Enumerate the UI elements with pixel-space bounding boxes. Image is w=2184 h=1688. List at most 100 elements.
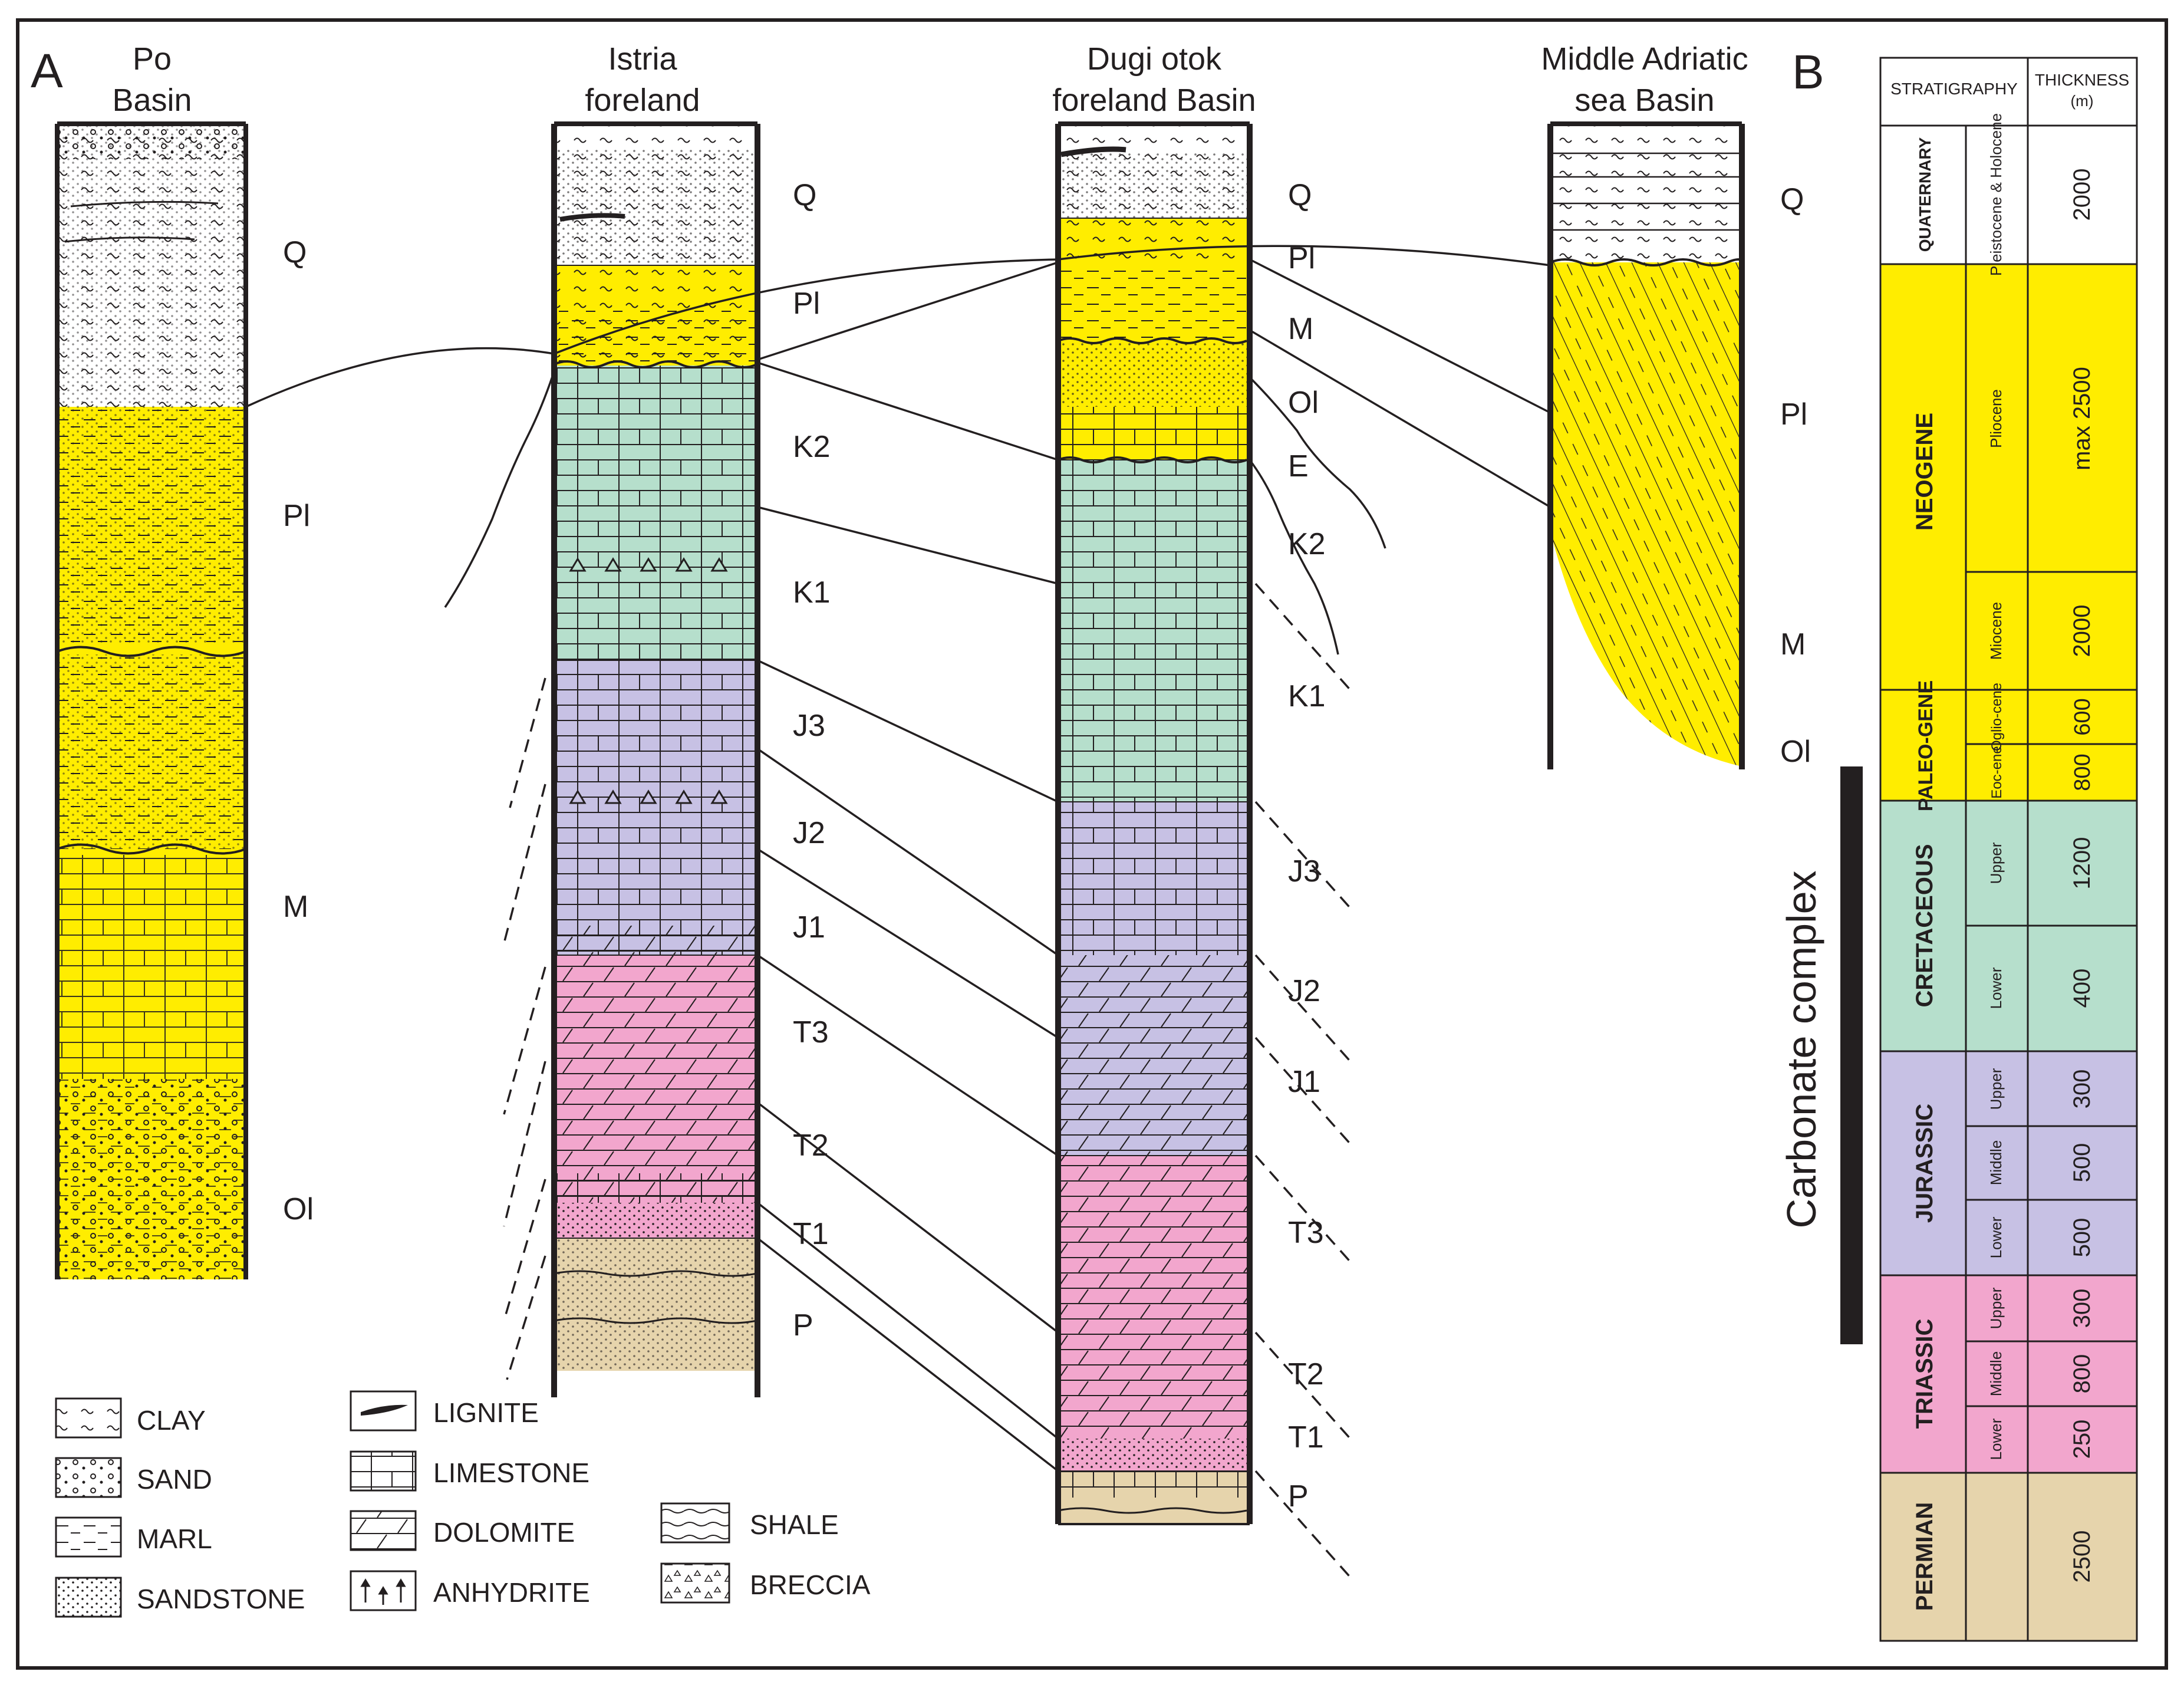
unit-dugi-k1: K1 bbox=[1288, 679, 1326, 713]
lignite-icon bbox=[361, 1404, 408, 1416]
legend-item-anhydrite: ANHYDRITE bbox=[350, 1570, 590, 1611]
stratigraphy-table-text: STRATIGRAPHY THICKNESS (m) QUATERNARY NE… bbox=[1890, 71, 2129, 1611]
unit-istria-j1: J1 bbox=[793, 910, 825, 945]
unit-dugi-m: M bbox=[1288, 312, 1313, 346]
legend-label-dolomite: DOLOMITE bbox=[433, 1517, 575, 1548]
series-miocene: Miocene bbox=[1987, 602, 2005, 660]
unit-dugi-t1: T1 bbox=[1288, 1420, 1324, 1455]
unit-istria-k2: K2 bbox=[793, 430, 831, 464]
column-title-adriatic-2: sea Basin bbox=[1574, 83, 1714, 118]
thickness-pliocene: max 2500 bbox=[2069, 367, 2095, 470]
legend-item-limestone: LIMESTONE bbox=[350, 1450, 589, 1492]
unit-adriatic-ol: Ol bbox=[1780, 735, 1811, 769]
header-thickness-unit: (m) bbox=[2071, 92, 2094, 110]
series-oligocene: Oglio-cene bbox=[1989, 683, 2005, 751]
unit-po-q: Q bbox=[283, 235, 307, 269]
legend-label-clay: CLAY bbox=[137, 1405, 206, 1436]
legend-item-sandstone: SANDSTONE bbox=[55, 1577, 305, 1618]
column-title-dugi-1: Dugi otok bbox=[1087, 41, 1222, 77]
unit-dugi-t2: T2 bbox=[1288, 1357, 1324, 1391]
system-neogene: NEOGENE bbox=[1912, 413, 1938, 531]
unit-istria-p: P bbox=[793, 1308, 813, 1342]
thickness-cretaceous-lower: 400 bbox=[2069, 969, 2095, 1008]
column-middle-adriatic bbox=[1547, 121, 1745, 769]
series-eocene: Eoc-ene bbox=[1989, 746, 2005, 798]
unit-po-pl: Pl bbox=[283, 499, 310, 533]
column-po-basin bbox=[55, 121, 248, 1279]
unit-dugi-j2: J2 bbox=[1288, 974, 1320, 1008]
unit-istria-t3: T3 bbox=[793, 1015, 829, 1049]
unit-dugi-e: E bbox=[1288, 449, 1309, 483]
legend-item-sand: SAND bbox=[55, 1457, 212, 1498]
header-stratigraphy: STRATIGRAPHY bbox=[1890, 80, 2018, 98]
thickness-permian: 2500 bbox=[2069, 1531, 2095, 1583]
anhydrite-icon bbox=[360, 1578, 406, 1605]
unit-adriatic-m: M bbox=[1780, 627, 1806, 662]
column-title-po-2: Basin bbox=[112, 83, 192, 118]
legend-label-marl: MARL bbox=[137, 1524, 212, 1554]
thickness-jurassic-upper: 300 bbox=[2069, 1070, 2095, 1109]
thickness-miocene: 2000 bbox=[2069, 605, 2095, 657]
unit-istria-j2: J2 bbox=[793, 816, 825, 850]
system-paleogene: PALEO-GENE bbox=[1915, 680, 1937, 811]
panel-a-letter: A bbox=[31, 44, 63, 98]
thickness-triassic-lower: 250 bbox=[2069, 1420, 2095, 1459]
series-cretaceous-upper: Upper bbox=[1987, 842, 2005, 884]
thickness-oligocene: 600 bbox=[2070, 698, 2095, 735]
column-title-istria-2: foreland bbox=[585, 83, 700, 118]
system-triassic: TRIASSIC bbox=[1912, 1319, 1938, 1429]
series-pleistocene-holocene: Pleistocene & Holocene bbox=[1987, 113, 2005, 276]
unit-adriatic-pl: Pl bbox=[1780, 397, 1807, 432]
thickness-eocene: 800 bbox=[2070, 753, 2095, 791]
thickness-jurassic-lower: 500 bbox=[2069, 1218, 2095, 1258]
figure-frame bbox=[16, 18, 2168, 1670]
column-title-dugi-2: foreland Basin bbox=[1052, 83, 1256, 118]
system-permian: PERMIAN bbox=[1912, 1502, 1938, 1611]
column-title-po-1: Po bbox=[133, 41, 172, 77]
unit-dugi-p: P bbox=[1288, 1479, 1309, 1513]
series-triassic-lower: Lower bbox=[1987, 1418, 2005, 1460]
column-title-adriatic-1: Middle Adriatic bbox=[1541, 41, 1748, 77]
unit-po-m: M bbox=[283, 890, 308, 924]
legend-item-dolomite: DOLOMITE bbox=[350, 1510, 575, 1551]
legend-label-shale: SHALE bbox=[750, 1509, 839, 1540]
column-istria-foreland bbox=[551, 121, 760, 1397]
legend-label-lignite: LIGNITE bbox=[433, 1397, 539, 1428]
series-jurassic-lower: Lower bbox=[1987, 1216, 2005, 1258]
unit-dugi-j3: J3 bbox=[1288, 854, 1320, 889]
thickness-triassic-upper: 300 bbox=[2069, 1289, 2095, 1328]
unit-istria-pl: Pl bbox=[793, 287, 820, 321]
series-triassic-upper: Upper bbox=[1987, 1287, 2005, 1329]
series-triassic-middle: Middle bbox=[1987, 1351, 2005, 1397]
legend-label-sandstone: SANDSTONE bbox=[137, 1584, 305, 1614]
unit-dugi-q: Q bbox=[1288, 178, 1312, 212]
correlation-lines bbox=[245, 245, 1551, 1472]
system-quaternary: QUATERNARY bbox=[1916, 137, 1934, 252]
thickness-quaternary: 2000 bbox=[2069, 169, 2095, 221]
carbonate-complex-label: Carbonate complex bbox=[1778, 871, 1824, 1229]
wavy-boundaries bbox=[444, 371, 1386, 655]
system-cretaceous: CRETACEOUS bbox=[1912, 844, 1938, 1007]
legend-item-shale: SHALE bbox=[660, 1502, 839, 1544]
legend-label-breccia: BRECCIA bbox=[750, 1569, 871, 1600]
system-jurassic: JURASSIC bbox=[1912, 1104, 1938, 1223]
carbonate-complex-bar bbox=[1840, 766, 1863, 1344]
thickness-jurassic-middle: 500 bbox=[2069, 1143, 2095, 1183]
unit-dugi-t3: T3 bbox=[1288, 1216, 1324, 1250]
column-dugi-otok-foreland bbox=[1055, 121, 1253, 1525]
series-cretaceous-lower: Lower bbox=[1987, 967, 2005, 1009]
thickness-cretaceous-upper: 1200 bbox=[2069, 837, 2095, 890]
unit-dugi-ol: Ol bbox=[1288, 386, 1319, 420]
legend-item-marl: MARL bbox=[55, 1516, 212, 1558]
legend-label-anhydrite: ANHYDRITE bbox=[433, 1577, 590, 1608]
legend: CLAY SAND MARL SANDSTONE LIGNITE LIMESTO… bbox=[55, 1390, 871, 1618]
series-jurassic-upper: Upper bbox=[1987, 1068, 2005, 1110]
legend-item-lignite: LIGNITE bbox=[350, 1390, 539, 1432]
legend-item-breccia: BRECCIA bbox=[660, 1562, 871, 1604]
thickness-triassic-middle: 800 bbox=[2069, 1354, 2095, 1394]
unit-istria-k1: K1 bbox=[793, 575, 831, 610]
unit-adriatic-q: Q bbox=[1780, 182, 1804, 216]
series-pliocene: Pliocene bbox=[1987, 389, 2005, 448]
dashed-extensions bbox=[503, 583, 1354, 1581]
